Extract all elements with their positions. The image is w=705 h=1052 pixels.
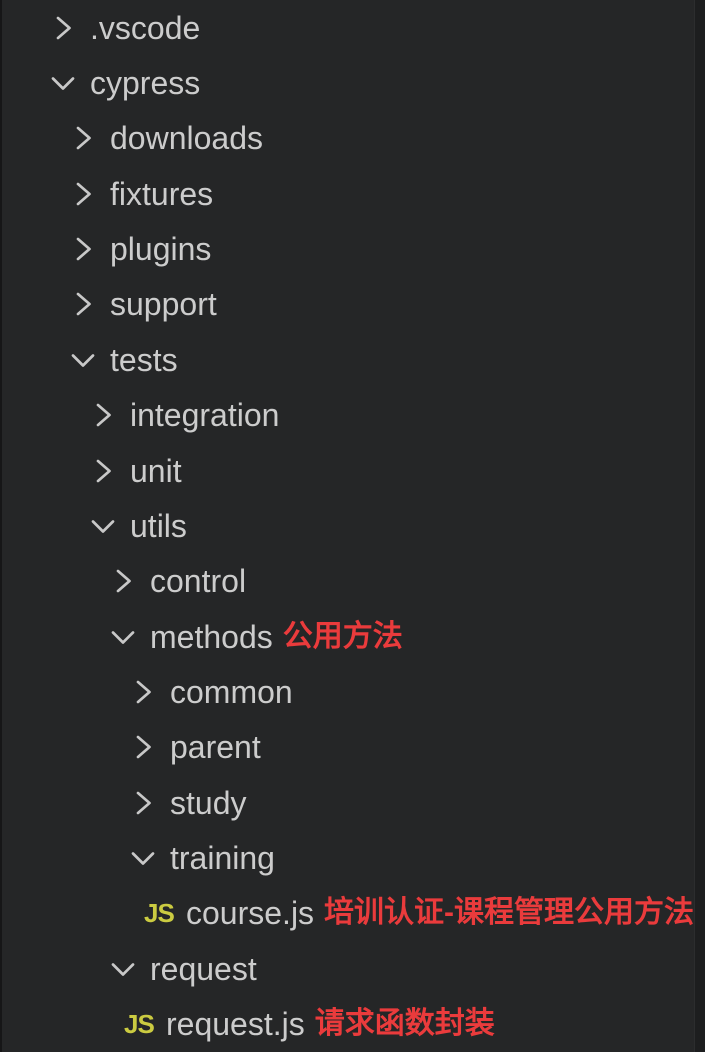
tree-item-request-js[interactable]: JS request.js 请求函数封装 bbox=[2, 996, 696, 1051]
chevron-right-icon[interactable] bbox=[110, 568, 136, 594]
tree-item-tests[interactable]: tests bbox=[2, 332, 696, 387]
tree-item-training[interactable]: training bbox=[2, 830, 696, 885]
chevron-right-icon[interactable] bbox=[70, 181, 96, 207]
chevron-down-icon[interactable] bbox=[130, 845, 156, 871]
chevron-right-icon[interactable] bbox=[130, 679, 156, 705]
editor-edge-gutter bbox=[694, 0, 705, 1052]
tree-item-label: tests bbox=[110, 341, 178, 378]
tree-item-request[interactable]: request bbox=[2, 941, 696, 996]
tree-item-fixtures[interactable]: fixtures bbox=[2, 166, 696, 221]
chevron-right-icon[interactable] bbox=[130, 790, 156, 816]
tree-item-label: methods bbox=[150, 618, 273, 655]
tree-item-label: utils bbox=[130, 507, 187, 544]
tree-item-methods[interactable]: methods 公用方法 bbox=[2, 609, 696, 664]
annotation-text: 培训认证-课程管理公用方法 bbox=[324, 896, 695, 930]
tree-item-unit[interactable]: unit bbox=[2, 443, 696, 498]
tree-item-course-js[interactable]: JS course.js 培训认证-课程管理公用方法 bbox=[2, 886, 696, 941]
chevron-right-icon[interactable] bbox=[130, 734, 156, 760]
tree-item-label: downloads bbox=[110, 120, 263, 157]
tree-item-label: fixtures bbox=[110, 175, 214, 212]
tree-item-cypress[interactable]: cypress bbox=[2, 55, 696, 110]
tree-item-label: training bbox=[170, 840, 275, 877]
chevron-down-icon[interactable] bbox=[50, 70, 76, 96]
tree-item-label: support bbox=[110, 286, 217, 323]
tree-item-label: unit bbox=[130, 452, 182, 489]
tree-item-label: plugins bbox=[110, 231, 212, 268]
tree-item-label: common bbox=[170, 673, 293, 710]
tree-item-label: parent bbox=[170, 729, 261, 766]
chevron-right-icon[interactable] bbox=[70, 125, 96, 151]
tree-item-integration[interactable]: integration bbox=[2, 388, 696, 443]
tree-item-label: control bbox=[150, 563, 247, 600]
tree-item-label: cypress bbox=[90, 65, 201, 102]
chevron-down-icon[interactable] bbox=[110, 956, 136, 982]
annotation-text: 公用方法 bbox=[282, 619, 403, 653]
chevron-right-icon[interactable] bbox=[70, 291, 96, 317]
tree-item-label: course.js bbox=[186, 895, 315, 932]
tree-item-label: integration bbox=[130, 397, 280, 434]
tree-item-label: study bbox=[170, 784, 247, 821]
chevron-down-icon[interactable] bbox=[70, 347, 96, 373]
tree-item-label: request.js bbox=[166, 1006, 305, 1043]
chevron-right-icon[interactable] bbox=[50, 15, 76, 41]
tree-item-plugins[interactable]: plugins bbox=[2, 221, 696, 276]
tree-item-support[interactable]: support bbox=[2, 277, 696, 332]
tree-item-study[interactable]: study bbox=[2, 775, 696, 830]
tree-item-control[interactable]: control bbox=[2, 554, 696, 609]
chevron-right-icon[interactable] bbox=[70, 236, 96, 262]
tree-item-downloads[interactable]: downloads bbox=[2, 111, 696, 166]
chevron-down-icon[interactable] bbox=[110, 624, 136, 650]
js-file-icon: JS bbox=[124, 1009, 155, 1040]
chevron-down-icon[interactable] bbox=[90, 513, 116, 539]
tree-item-utils[interactable]: utils bbox=[2, 498, 696, 553]
tree-item-parent[interactable]: parent bbox=[2, 720, 696, 775]
js-file-icon: JS bbox=[144, 898, 175, 929]
chevron-right-icon[interactable] bbox=[90, 402, 116, 428]
tree-item-label: request bbox=[150, 950, 257, 987]
annotation-text: 请求函数封装 bbox=[314, 1007, 495, 1041]
tree-item-label: .vscode bbox=[90, 9, 201, 46]
chevron-right-icon[interactable] bbox=[90, 458, 116, 484]
tree-item-common[interactable]: common bbox=[2, 664, 696, 719]
tree-item--vscode[interactable]: .vscode bbox=[2, 0, 696, 55]
